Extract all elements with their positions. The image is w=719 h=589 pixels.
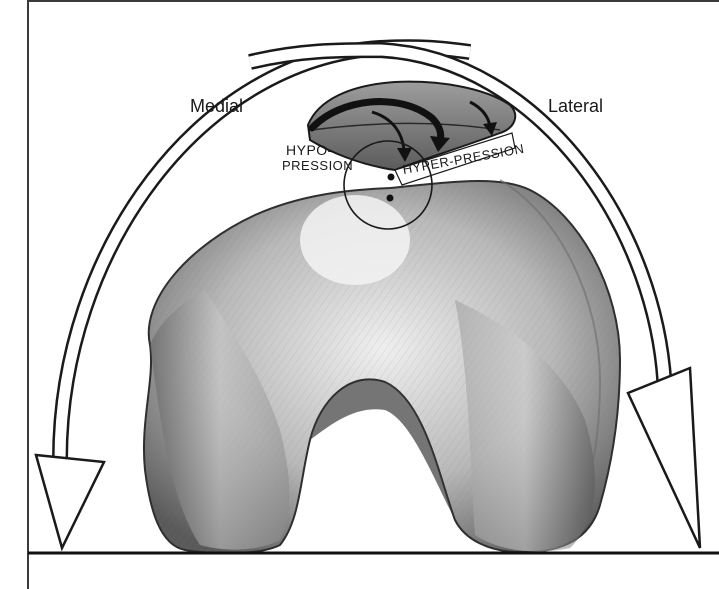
medial-label: Medial [190,96,243,117]
femur-condyles [144,180,620,553]
contact-point-upper [388,174,395,181]
lateral-label: Lateral [548,96,603,117]
hypo-pression-label-line2: PRESSION [282,158,353,173]
contact-point-lower [387,195,394,202]
hypo-pression-label-line1: HYPO- [286,142,333,158]
